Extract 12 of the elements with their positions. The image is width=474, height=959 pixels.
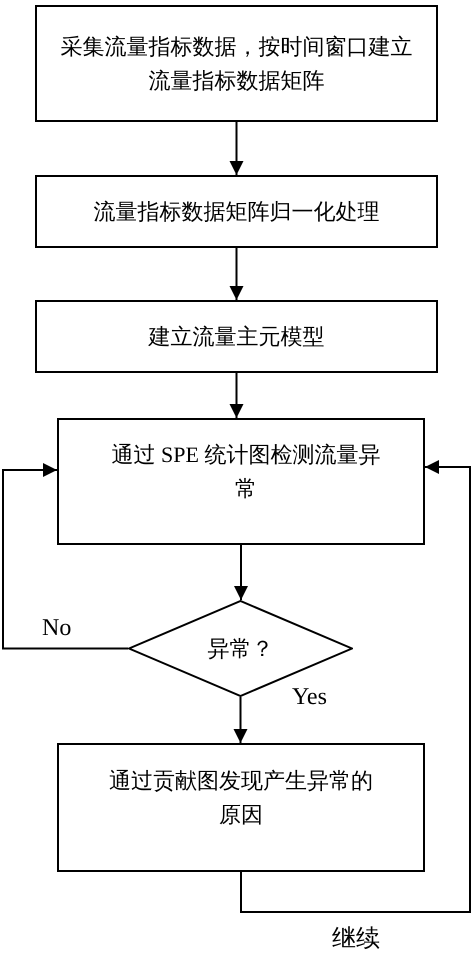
process-box: 流量指标数据矩阵归一化处理 [35, 175, 438, 248]
arrow [230, 122, 244, 175]
process-box: 建立流量主元模型 [35, 300, 438, 373]
arrow [234, 697, 248, 743]
arrow [2, 463, 128, 650]
process-box: 通过 SPE 统计图检测流量异常 [57, 418, 425, 545]
arrow [240, 460, 471, 913]
arrow [230, 373, 244, 418]
process-box: 通过贡献图发现产生异常的原因 [57, 743, 425, 872]
process-box: 采集流量指标数据，按时间窗口建立流量指标数据矩阵 [35, 5, 438, 122]
arrow [234, 545, 248, 600]
arrow [230, 248, 244, 300]
